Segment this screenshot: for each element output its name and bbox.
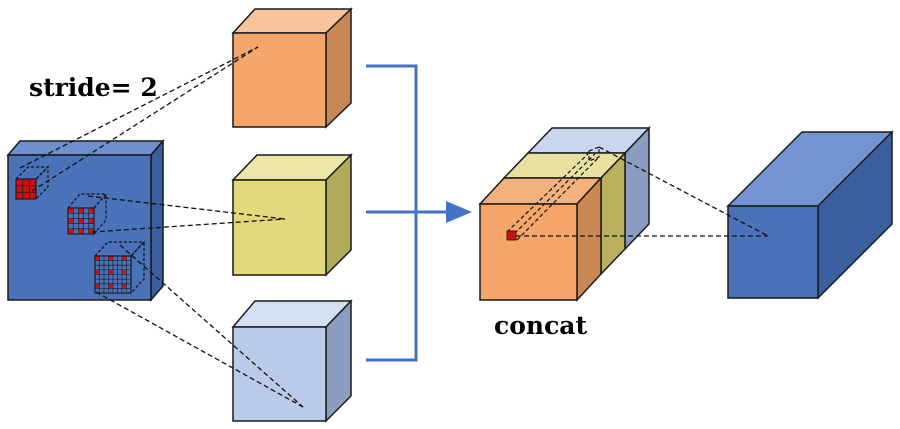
input-map-top: [6, 140, 165, 156]
input-map-side: [150, 138, 164, 303]
large-kernel: [93, 240, 146, 295]
stride-label: stride= 2: [29, 73, 158, 102]
concat-connector: [366, 64, 448, 362]
connector-arrowhead: [446, 201, 472, 223]
small-kernel: [14, 165, 50, 201]
concat-block: [478, 126, 651, 302]
projection-lines-branches: [19, 46, 304, 408]
input-feature-map: [6, 138, 165, 303]
concat-pixel: [506, 230, 517, 241]
medium-kernel: [66, 192, 108, 236]
yellow-branch-cube: [231, 153, 353, 277]
projection-lines-output: [516, 146, 769, 237]
light-blue-branch-cube: [231, 299, 353, 423]
concat-label: concat: [494, 311, 587, 340]
orange-branch-cube: [231, 7, 353, 129]
output-block: [726, 130, 894, 300]
